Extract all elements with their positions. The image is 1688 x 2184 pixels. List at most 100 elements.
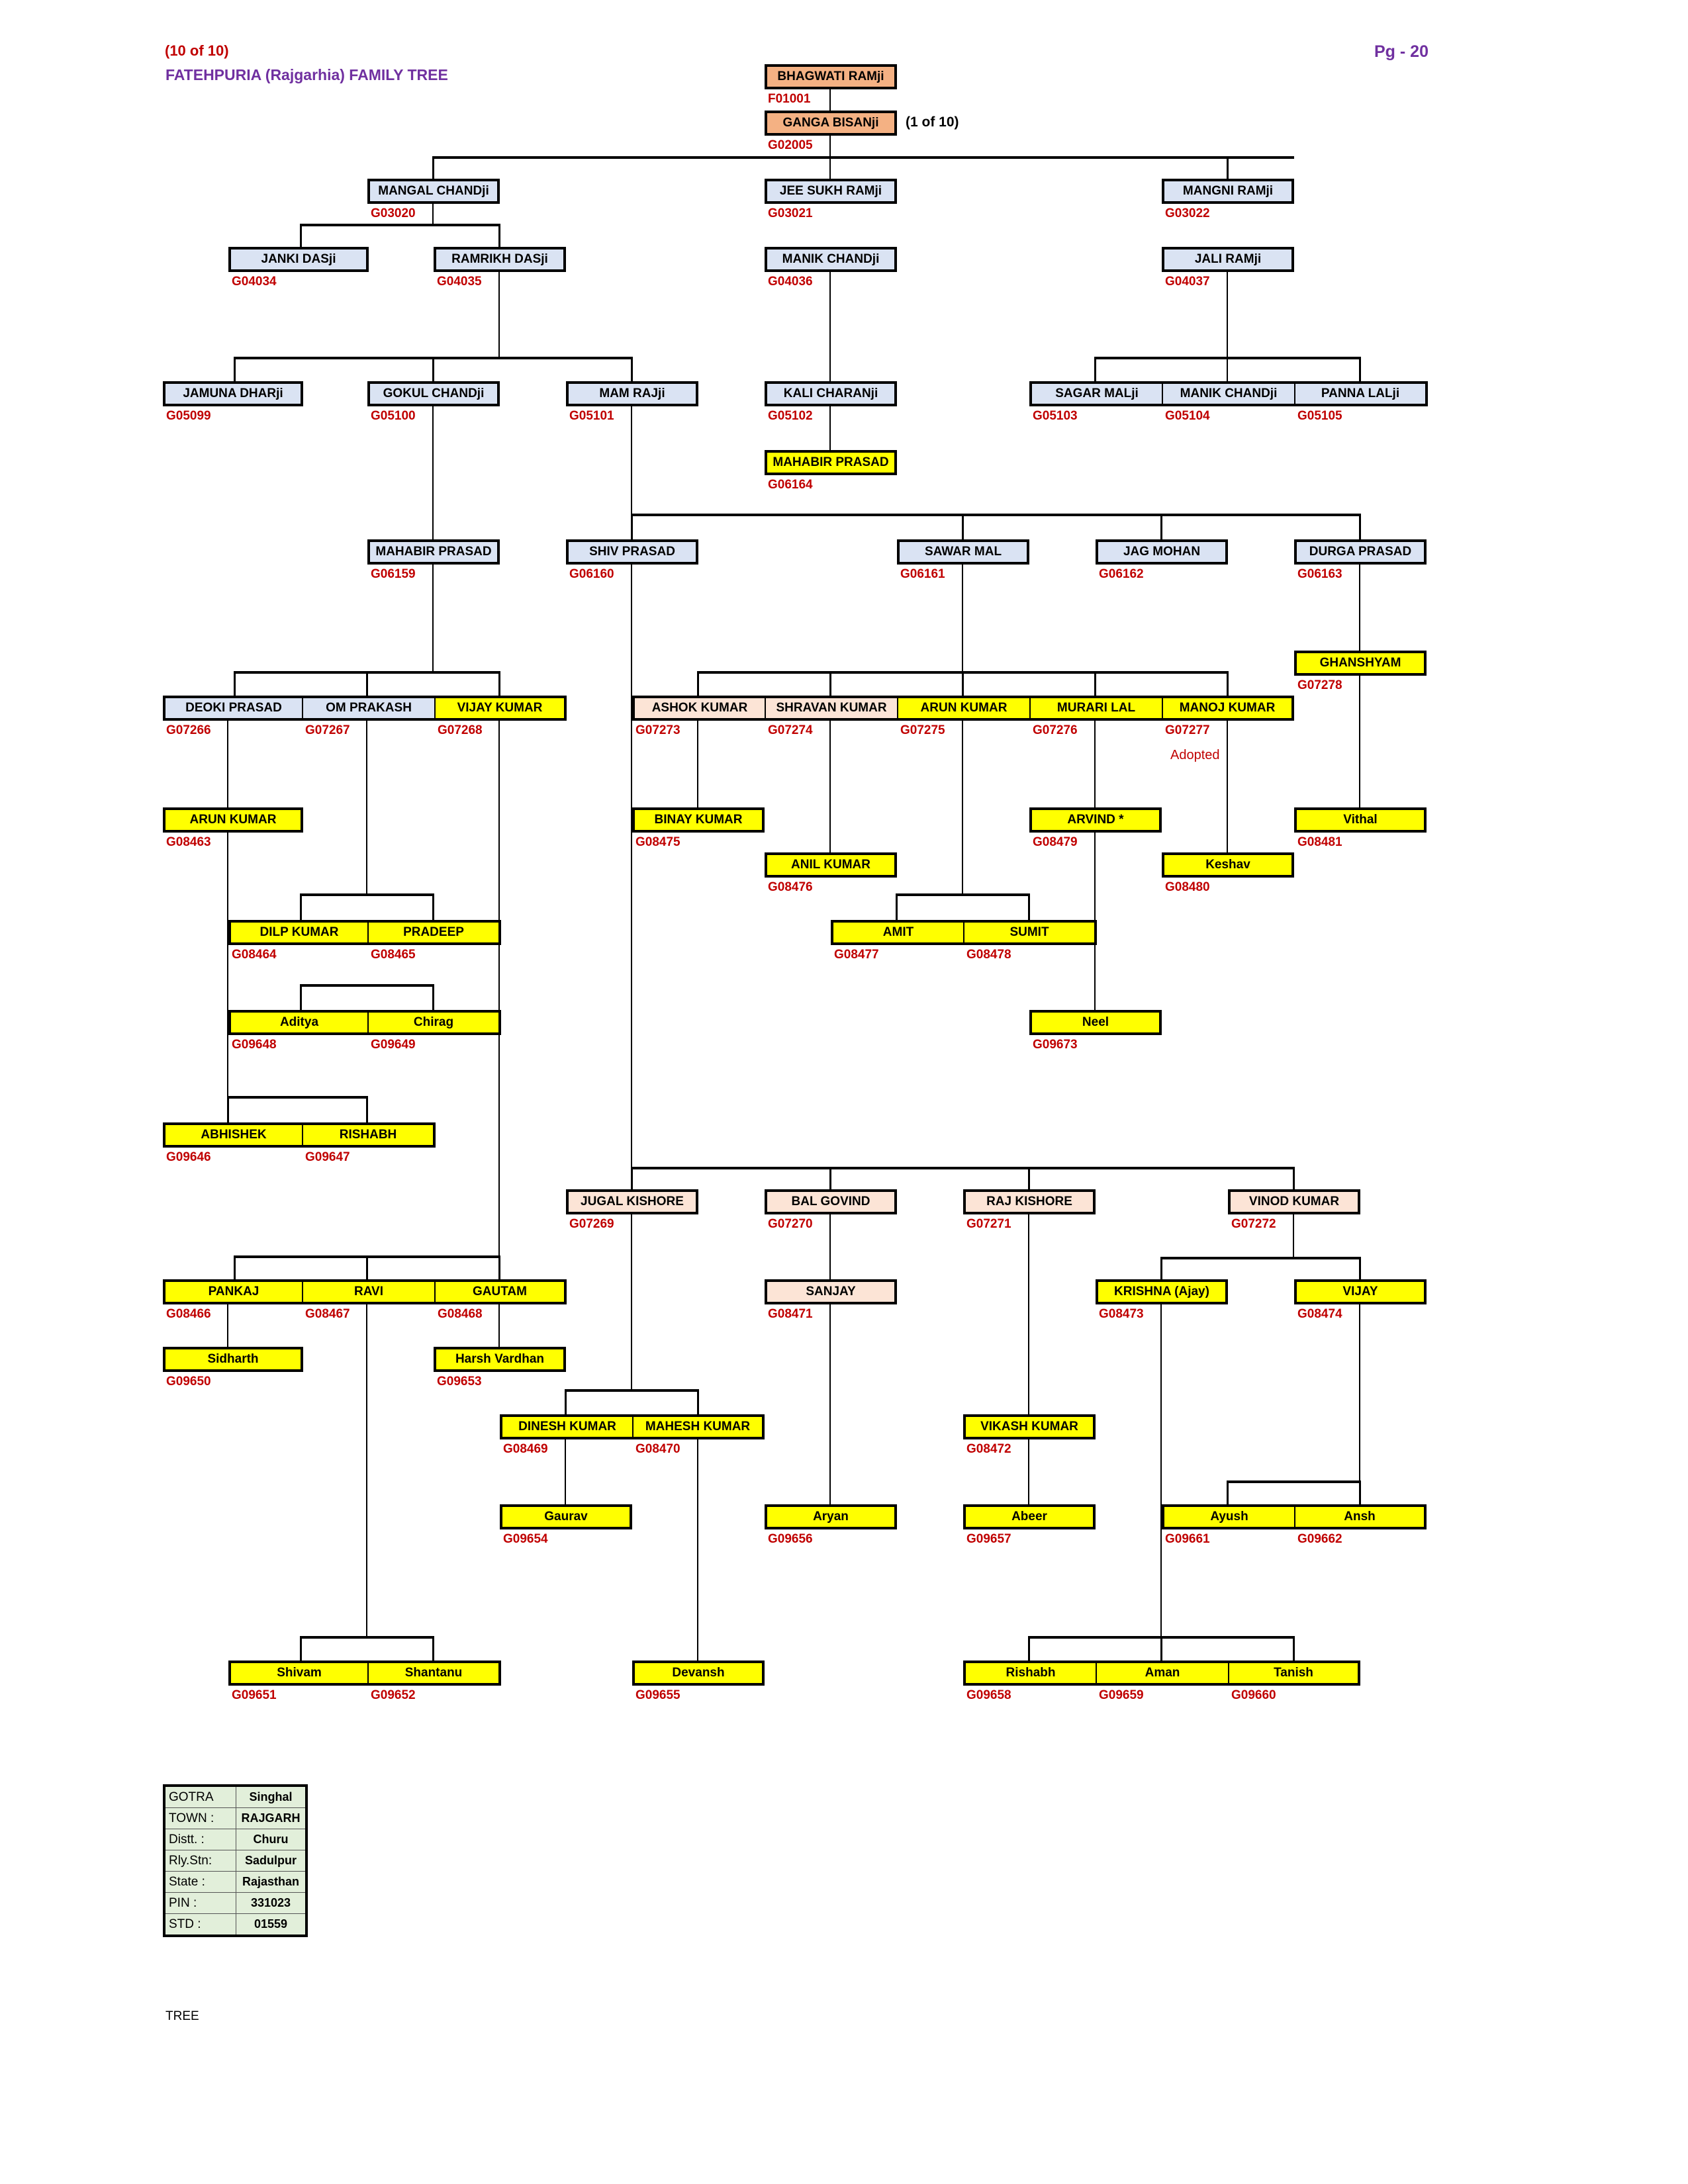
person-code-deoki: G07266 (166, 723, 211, 737)
connector-line (1227, 271, 1228, 383)
person-node-rishabh2: Rishabh (963, 1661, 1097, 1686)
person-code-jugal: G07269 (569, 1217, 614, 1231)
person-code-aman: G09659 (1099, 1688, 1144, 1702)
connector-line (1160, 1257, 1162, 1281)
person-code-sumit: G08478 (966, 948, 1011, 962)
person-node-keshav: Keshav (1162, 852, 1294, 878)
connector-line (1028, 1438, 1029, 1506)
connector-line (1094, 671, 1096, 697)
person-node-vinod: VINOD KUMAR (1228, 1189, 1360, 1214)
person-node-shantanu: Shantanu (367, 1661, 501, 1686)
connector-line (432, 893, 434, 921)
info-row: TOWN :RAJGARH (164, 1807, 307, 1829)
connector-line (631, 563, 632, 1167)
info-row: PIN :331023 (164, 1892, 307, 1914)
person-node-neel: Neel (1029, 1010, 1162, 1035)
connector-line (1359, 1480, 1361, 1506)
connector-line (227, 719, 228, 809)
person-node-sidharth: Sidharth (163, 1347, 303, 1372)
person-node-kali: KALI CHARANji (765, 381, 897, 406)
connector-line (697, 1389, 699, 1416)
person-node-shivam: Shivam (228, 1661, 369, 1686)
person-code-bhagwati: F01001 (768, 92, 811, 106)
connector-line (829, 405, 831, 450)
connector-line (962, 563, 963, 672)
connector-line (1227, 1480, 1361, 1483)
person-code-janki: G04034 (232, 275, 277, 289)
person-node-balgovind: BAL GOVIND (765, 1189, 897, 1214)
connector-line (631, 1167, 1295, 1169)
connector-line (962, 514, 964, 541)
info-label: TOWN : (164, 1807, 236, 1829)
connector-line (227, 831, 228, 1096)
person-node-ayush: Ayush (1162, 1504, 1295, 1529)
connector-line (498, 1255, 500, 1281)
person-code-krishna: G08473 (1099, 1307, 1144, 1321)
connector-line (300, 1636, 434, 1639)
connector-line (432, 984, 434, 1011)
info-value: 331023 (236, 1892, 307, 1914)
connector-line (432, 405, 434, 541)
person-code-aditya: G09648 (232, 1038, 277, 1052)
person-node-arvind: ARVIND * (1029, 807, 1162, 833)
connector-line (631, 514, 633, 541)
person-code-ayush: G09661 (1165, 1532, 1210, 1546)
person-code-devansh: G09655 (635, 1688, 680, 1702)
connector-line (1359, 563, 1360, 652)
person-node-abhishek: ABHISHEK (163, 1122, 303, 1148)
person-node-ramrikh: RAMRIKH DASji (434, 247, 566, 272)
person-code-panna: G05105 (1297, 409, 1342, 423)
person-node-gautam: GAUTAM (434, 1279, 567, 1304)
person-code-abeer: G09657 (966, 1532, 1011, 1546)
info-value: Rajasthan (236, 1871, 307, 1893)
person-node-rajkishore: RAJ KISHORE (963, 1189, 1096, 1214)
connector-line (1227, 719, 1228, 854)
connector-line (366, 719, 367, 895)
person-code-sagar: G05103 (1033, 409, 1078, 423)
info-row: State :Rajasthan (164, 1871, 307, 1893)
person-node-jali: JALI RAMji (1162, 247, 1294, 272)
reference-note: (1 of 10) (906, 114, 959, 130)
person-code-ghanshyam: G07278 (1297, 678, 1342, 692)
person-code-ashok: G07273 (635, 723, 680, 737)
person-node-rishabh1: RISHABH (302, 1122, 436, 1148)
person-code-gautam: G08468 (438, 1307, 483, 1321)
person-node-pankaj: PANKAJ (163, 1279, 303, 1304)
connector-line (300, 893, 434, 896)
person-code-mangal: G03020 (371, 206, 416, 220)
person-node-arun1: ARUN KUMAR (897, 696, 1031, 721)
connector-line (565, 1438, 566, 1506)
info-label: Distt. : (164, 1829, 236, 1850)
page-title: FATEHPURIA (Rajgarhia) FAMILY TREE (165, 66, 448, 83)
connector-line (432, 203, 434, 225)
connector-line (227, 1303, 228, 1348)
connector-line (962, 719, 963, 895)
person-code-amit: G08477 (834, 948, 879, 962)
person-node-deoki: DEOKI PRASAD (163, 696, 303, 721)
info-value: RAJGARH (236, 1807, 307, 1829)
person-node-gokul: GOKUL CHANDji (367, 381, 500, 406)
connector-line (1359, 1303, 1360, 1482)
info-label: STD : (164, 1913, 236, 1936)
person-node-bhagwati: BHAGWATI RAMji (765, 64, 897, 89)
connector-line (631, 514, 1361, 516)
person-code-mangni: G03022 (1165, 206, 1210, 220)
connector-line (1160, 1303, 1162, 1636)
connector-line (1227, 156, 1229, 180)
person-code-vijay1: G07268 (438, 723, 483, 737)
person-node-shiv: SHIV PRASAD (566, 539, 698, 565)
person-node-jugal: JUGAL KISHORE (566, 1189, 698, 1214)
person-node-aditya: Aditya (228, 1010, 369, 1035)
person-code-keshav: G08480 (1165, 880, 1210, 894)
person-code-neel: G09673 (1033, 1038, 1078, 1052)
person-code-dinesh: G08469 (503, 1442, 548, 1456)
person-code-gaurav: G09654 (503, 1532, 548, 1546)
person-node-durga: DURGA PRASAD (1294, 539, 1427, 565)
person-node-chirag: Chirag (367, 1010, 501, 1035)
person-node-mahesh: MAHESH KUMAR (632, 1414, 765, 1439)
connector-line (1359, 674, 1360, 809)
footer-label: TREE (165, 2009, 199, 2023)
person-node-vijay2: VIJAY (1294, 1279, 1427, 1304)
